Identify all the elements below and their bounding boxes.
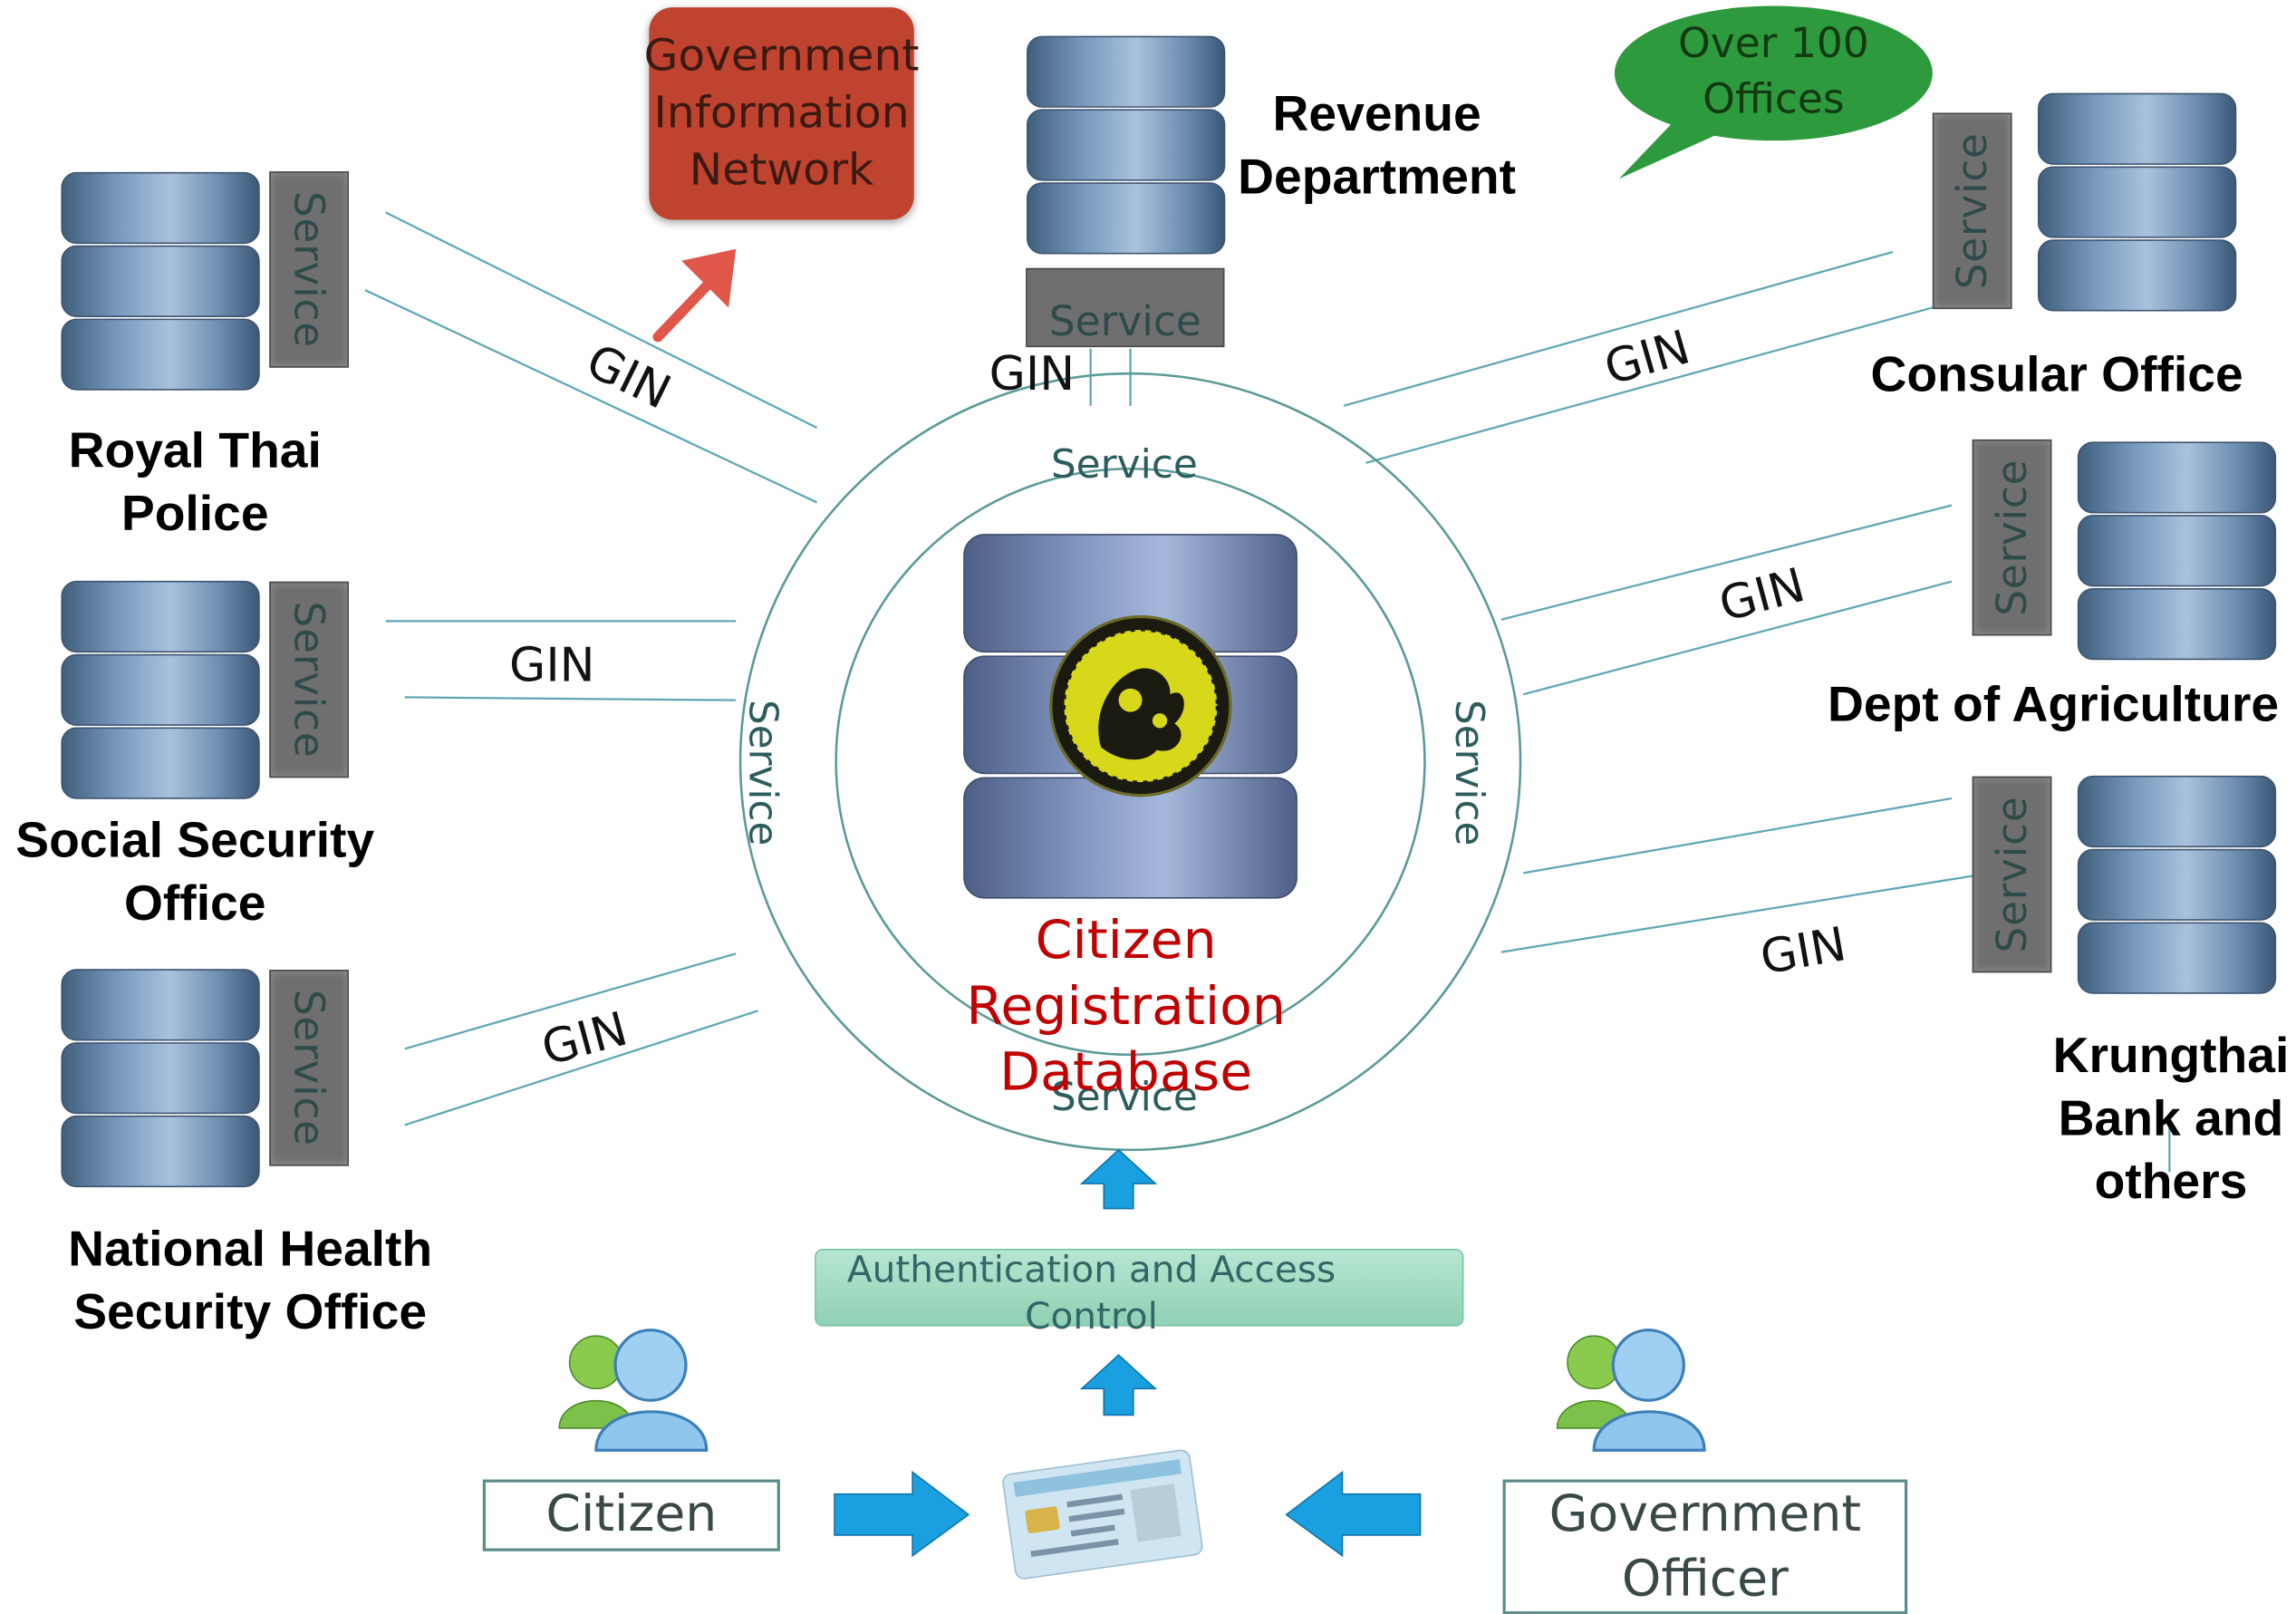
health-line-1 <box>404 952 737 1050</box>
krungthai-service-label: Service <box>1987 796 2037 953</box>
up-arrow-icon <box>1079 1354 1158 1416</box>
health-service-tab: Service <box>269 970 349 1166</box>
police-line-2 <box>364 289 818 504</box>
consular-label: Consular Office <box>1870 347 2243 403</box>
citizen-label: Citizen <box>482 1479 780 1551</box>
police-label: Royal Thai Police <box>68 423 322 543</box>
left-arrow-icon <box>1285 1470 1422 1558</box>
red-arrow-icon <box>652 248 737 343</box>
social-security-database-icon <box>61 580 260 799</box>
police-service-tab: Service <box>269 171 349 368</box>
consular-service-label: Service <box>1947 132 1997 290</box>
krungthai-service-tab: Service <box>1972 776 2052 973</box>
ring-service-top: Service <box>1050 442 1198 488</box>
revenue-service-tab: Service <box>1026 267 1225 348</box>
krungthai-line-1 <box>1523 797 1953 875</box>
health-service-label: Service <box>285 989 333 1146</box>
ring-service-right: Service <box>1445 699 1492 846</box>
ring-service-bottom: Service <box>1050 1075 1198 1121</box>
social-security-service-label: Service <box>285 601 333 759</box>
service-outer-ring <box>738 372 1522 1152</box>
speech-bubble-shape <box>1614 5 1933 179</box>
agriculture-service-label: Service <box>1987 459 2037 616</box>
krungthai-database-icon <box>2077 775 2277 994</box>
officer-users-icon <box>1556 1329 1706 1452</box>
police-database-icon <box>61 171 260 391</box>
id-card-icon <box>1002 1449 1203 1580</box>
krungthai-label: Krungthai Bank and others <box>2052 1028 2290 1211</box>
health-label: National Health Security Office <box>68 1222 433 1341</box>
gin-revenue-label: GIN <box>989 345 1076 401</box>
health-database-icon <box>61 969 260 1188</box>
consular-database-icon <box>2037 92 2237 312</box>
gin-social-label: GIN <box>509 637 595 693</box>
agriculture-label: Dept of Agriculture <box>1827 676 2280 733</box>
citizen-database-label: Citizen Registration Database <box>966 911 1286 1104</box>
auth-box-text: Authentication and Access Control <box>846 1248 1336 1338</box>
social-line-2 <box>404 696 737 701</box>
health-line-2 <box>404 1010 758 1126</box>
krungthai-line-2 <box>1500 875 1973 953</box>
service-inner-ring <box>834 467 1426 1057</box>
revenue-service-label: Service <box>1048 297 1201 346</box>
consular-service-tab: Service <box>1932 112 2012 310</box>
revenue-label: Revenue Department <box>1238 86 1517 206</box>
citizen-users-icon <box>558 1329 709 1452</box>
agriculture-database-icon <box>2077 441 2277 661</box>
up-arrow-icon <box>1079 1148 1158 1210</box>
police-line-1 <box>385 211 818 430</box>
social-security-service-tab: Service <box>269 581 349 778</box>
agriculture-line-2 <box>1522 580 1953 696</box>
gin-network-text: Government Information Network <box>643 30 920 197</box>
government-information-network-box: Government Information Network <box>644 7 920 220</box>
speech-bubble-text: Over 100 Offices <box>1678 19 1869 123</box>
police-service-label: Service <box>285 190 333 348</box>
social-security-label: Social Security Office <box>15 813 375 933</box>
revenue-database-icon <box>1027 35 1226 255</box>
consular-line-1 <box>1343 250 1894 407</box>
auth-box-shape <box>815 1248 1464 1327</box>
agriculture-service-tab: Service <box>1972 439 2052 636</box>
right-arrow-icon <box>834 1470 970 1558</box>
agriculture-line-1 <box>1500 504 1953 621</box>
ring-service-left: Service <box>739 699 786 846</box>
government-officer-label: Government Officer <box>1502 1479 1908 1614</box>
department-seal-icon <box>1049 614 1232 797</box>
consular-line-2 <box>1365 306 1934 464</box>
